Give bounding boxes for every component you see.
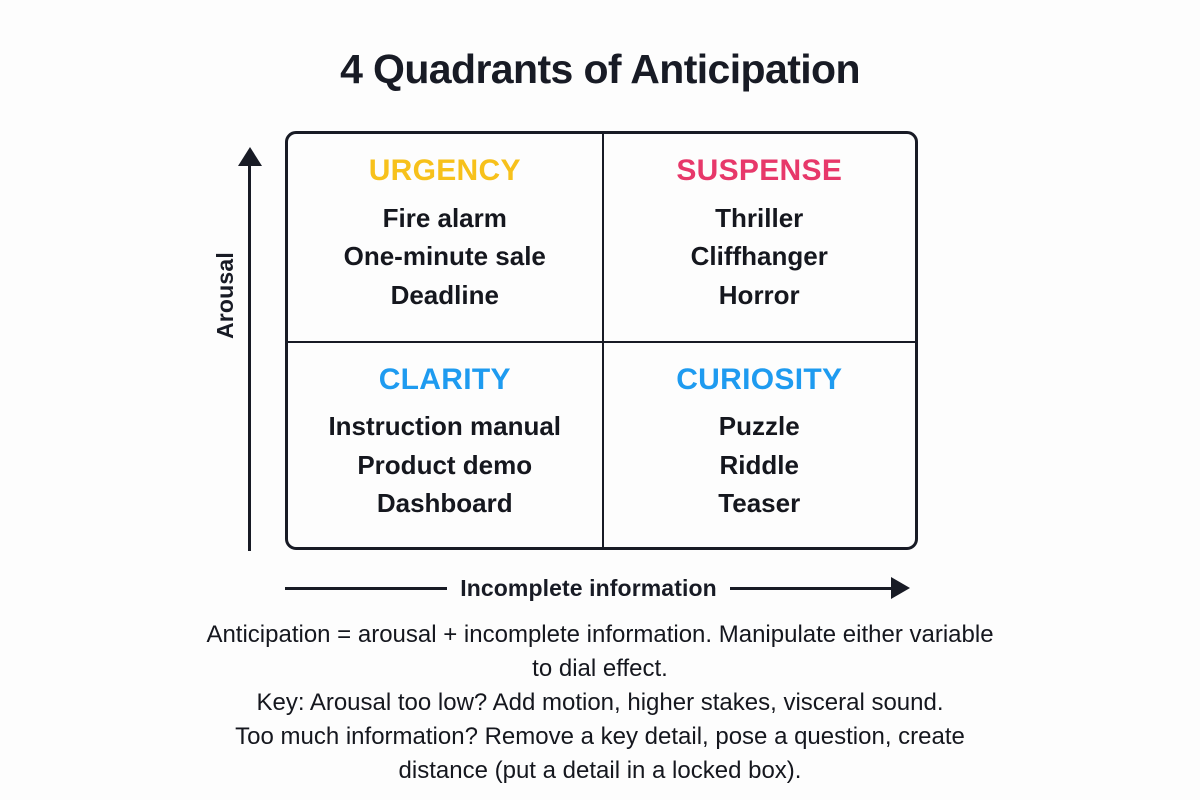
y-axis-arrowhead-icon bbox=[238, 147, 262, 166]
x-axis-line-left bbox=[285, 586, 448, 590]
quadrant-clarity-title: CLARITY bbox=[378, 362, 511, 396]
list-item: Dashboard bbox=[376, 488, 513, 519]
caption-line: Too much information? Remove a key detai… bbox=[235, 723, 965, 751]
y-axis-label: Arousal bbox=[212, 251, 239, 340]
quadrant-urgency-title: URGENCY bbox=[368, 154, 521, 187]
list-item: Horror bbox=[718, 279, 800, 310]
list-item: Deadline bbox=[390, 279, 499, 310]
quadrant-curiosity-title: CURIOSITY bbox=[676, 362, 843, 396]
caption-line: distance (put a detail in a locked box). bbox=[398, 757, 802, 785]
list-item: Puzzle bbox=[718, 411, 800, 442]
list-item: Teaser bbox=[718, 488, 801, 519]
list-item: Fire alarm bbox=[382, 202, 507, 233]
quadrant-curiosity[interactable]: CURIOSITY Puzzle Riddle Teaser bbox=[601, 340, 915, 547]
quadrant-urgency-items: Fire alarm One-minute sale Deadline bbox=[344, 199, 546, 314]
quadrant-suspense-title: SUSPENSE bbox=[676, 154, 843, 187]
x-axis-arrowhead-icon bbox=[891, 577, 910, 599]
list-item: Thriller bbox=[715, 202, 804, 233]
quadrant-suspense-items: Thriller Cliffhanger Horror bbox=[691, 199, 828, 314]
list-item: Riddle bbox=[719, 449, 799, 480]
list-item: Cliffhanger bbox=[690, 241, 828, 272]
quadrant-urgency[interactable]: URGENCY Fire alarm One-minute sale Deadl… bbox=[288, 134, 602, 341]
x-axis-label: Incomplete information bbox=[460, 574, 717, 601]
x-axis-line-right bbox=[729, 586, 892, 590]
quadrant-suspense[interactable]: SUSPENSE Thriller Cliffhanger Horror bbox=[601, 134, 916, 341]
quadrant-clarity-items: Instruction manual Product demo Dashboar… bbox=[328, 407, 561, 522]
quadrant-curiosity-items: Puzzle Riddle Teaser bbox=[718, 407, 800, 522]
caption-line: to dial effect. bbox=[532, 655, 668, 683]
caption-line: Key: Arousal too low? Add motion, higher… bbox=[256, 689, 944, 717]
quadrant-matrix: URGENCY Fire alarm One-minute sale Deadl… bbox=[285, 131, 918, 550]
quadrant-clarity[interactable]: CLARITY Instruction manual Product demo … bbox=[288, 340, 602, 548]
caption-line: Anticipation = arousal + incomplete info… bbox=[206, 621, 994, 648]
caption: Anticipation = arousal + incomplete info… bbox=[0, 618, 1200, 788]
page-title: 4 Quadrants of Anticipation bbox=[340, 46, 860, 92]
list-item: One-minute sale bbox=[343, 241, 546, 272]
list-item: Product demo bbox=[357, 449, 533, 480]
list-item: Instruction manual bbox=[328, 411, 562, 442]
y-axis-line bbox=[248, 163, 251, 551]
x-axis: Incomplete information bbox=[285, 575, 910, 601]
